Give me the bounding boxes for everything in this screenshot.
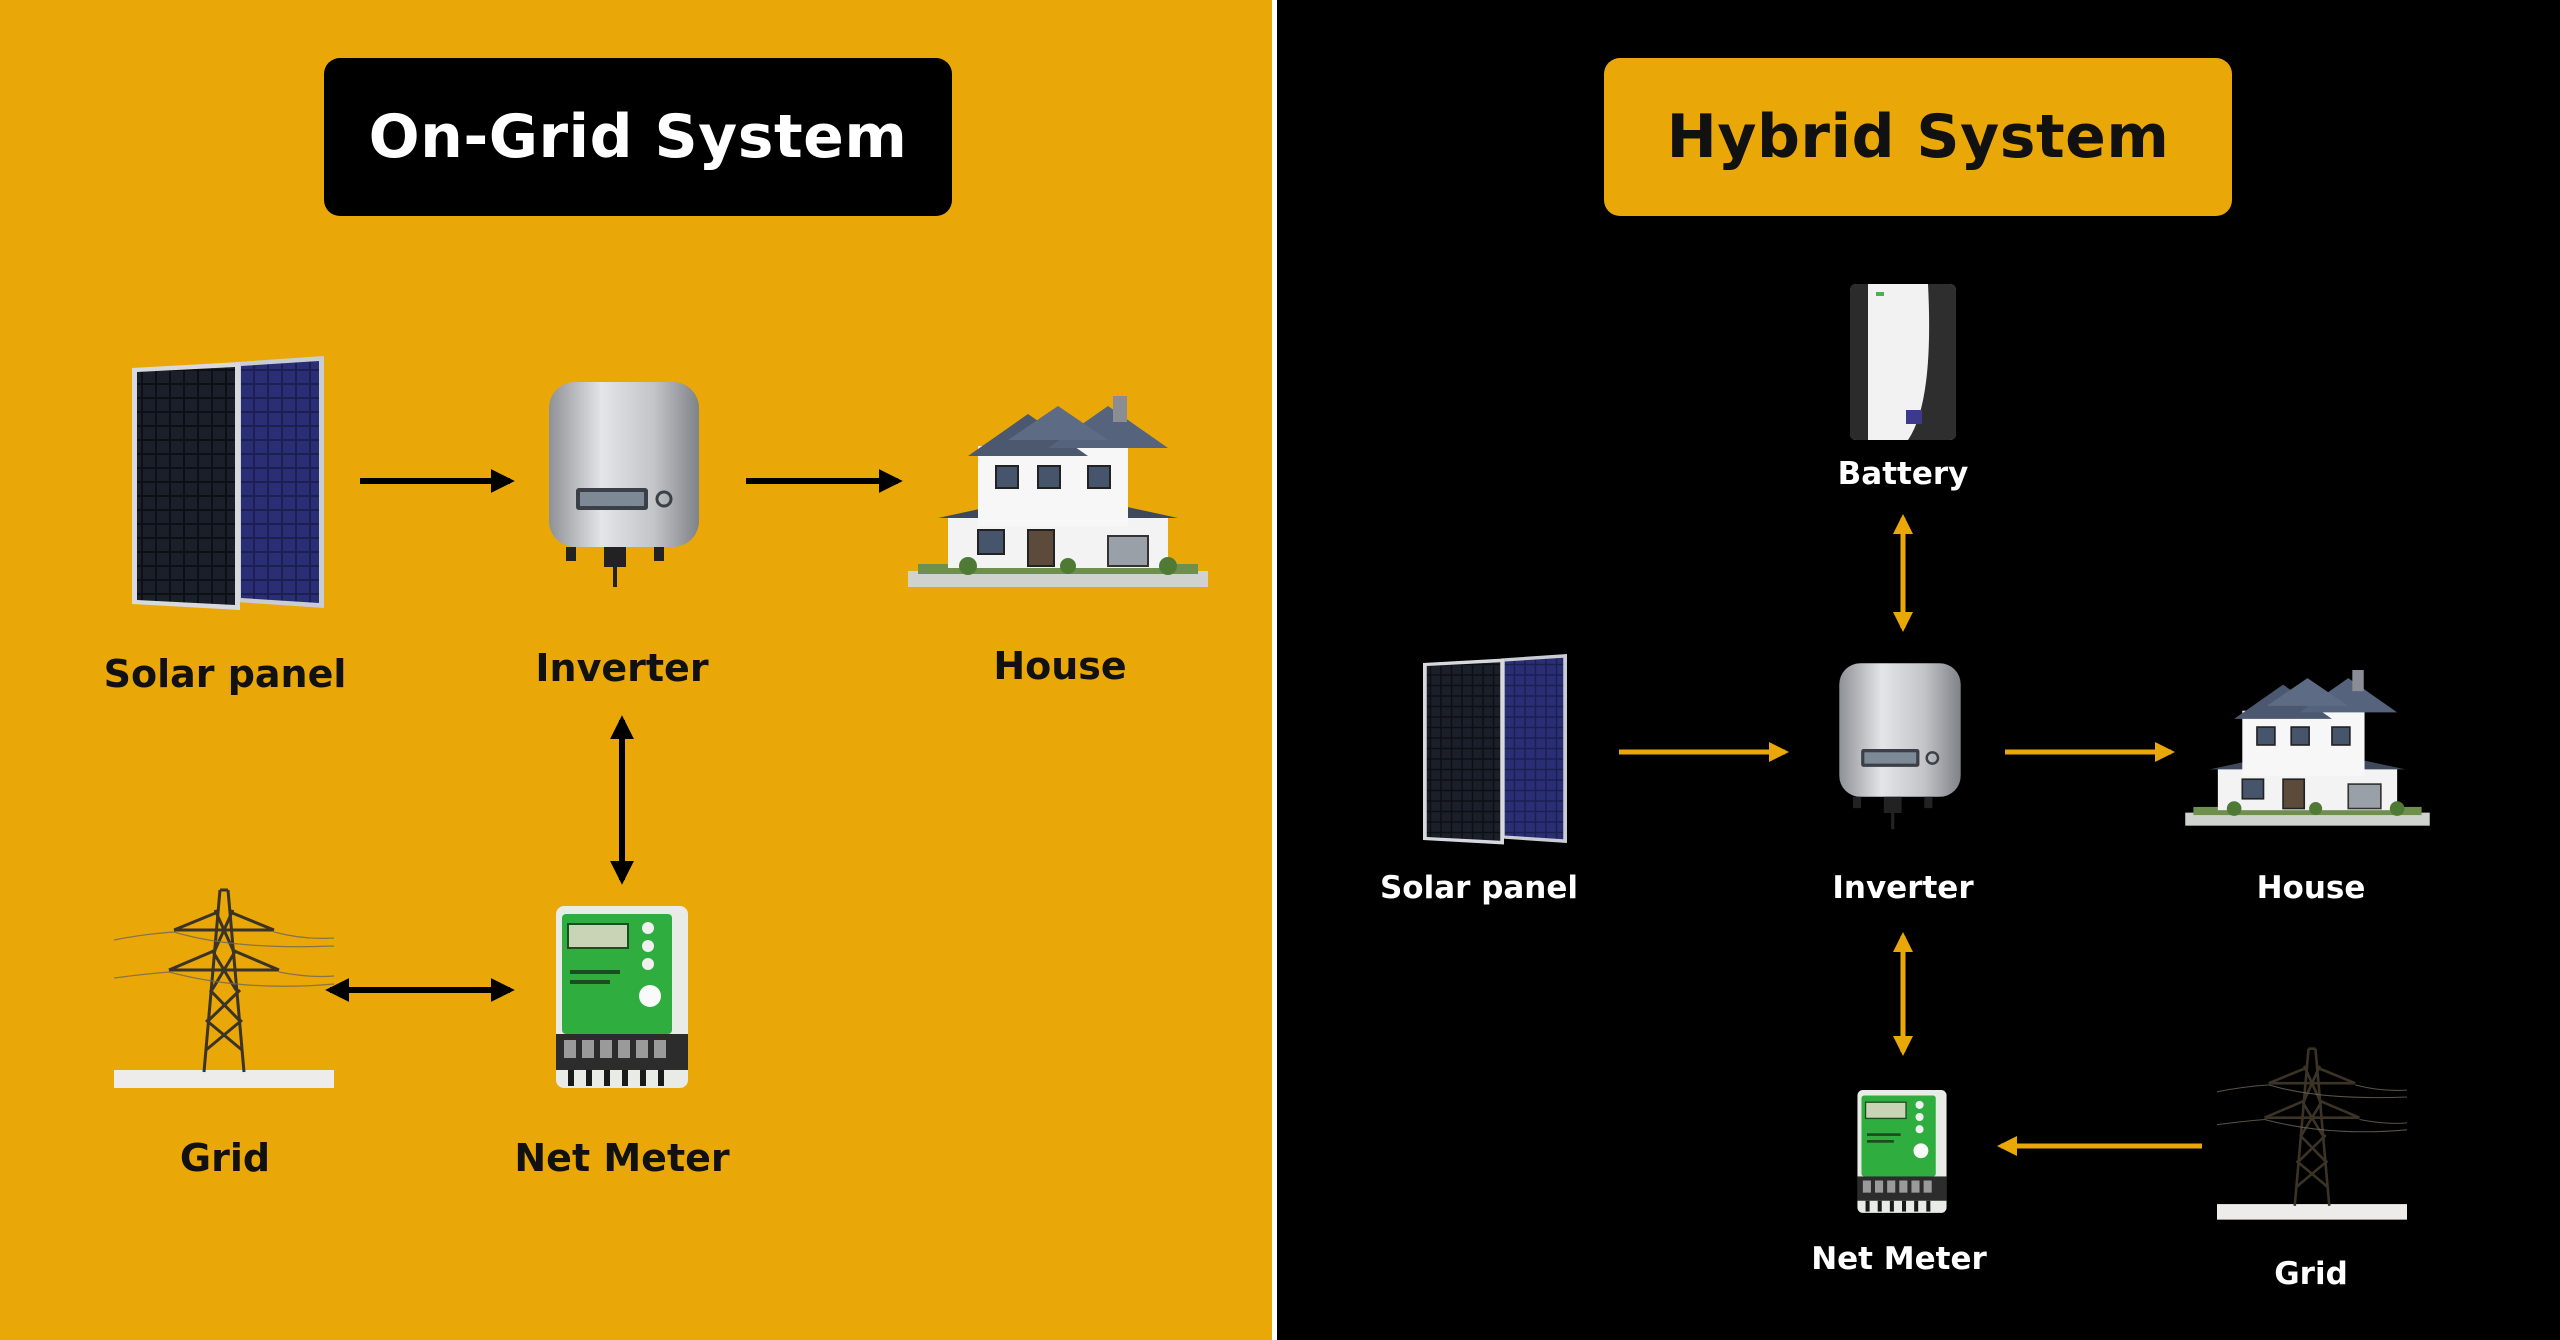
net-meter-label: Net Meter — [1811, 1241, 1987, 1277]
on-grid-panel: On-Grid System Solar panel Inverter Hous… — [0, 0, 1272, 1340]
hybrid-title: Hybrid System — [1604, 58, 2232, 216]
inverter-label: Inverter — [535, 646, 709, 690]
net-meter-label: Net Meter — [514, 1136, 730, 1180]
battery-label: Battery — [1837, 456, 1969, 492]
inverter-label: Inverter — [1832, 870, 1974, 906]
solar-panel-label: Solar panel — [1379, 870, 1579, 906]
on-grid-arrows — [325, 469, 903, 1002]
on-grid-title: On-Grid System — [324, 58, 952, 216]
grid-label: Grid — [2274, 1256, 2348, 1292]
hybrid-panel: Hybrid System Battery Solar panel Invert… — [1277, 0, 2560, 1340]
grid-label: Grid — [179, 1136, 271, 1180]
solar-panel-label: Solar panel — [103, 652, 347, 696]
hybrid-arrows — [1619, 514, 2202, 1156]
house-label: House — [2256, 870, 2366, 906]
house-label: House — [993, 644, 1127, 688]
